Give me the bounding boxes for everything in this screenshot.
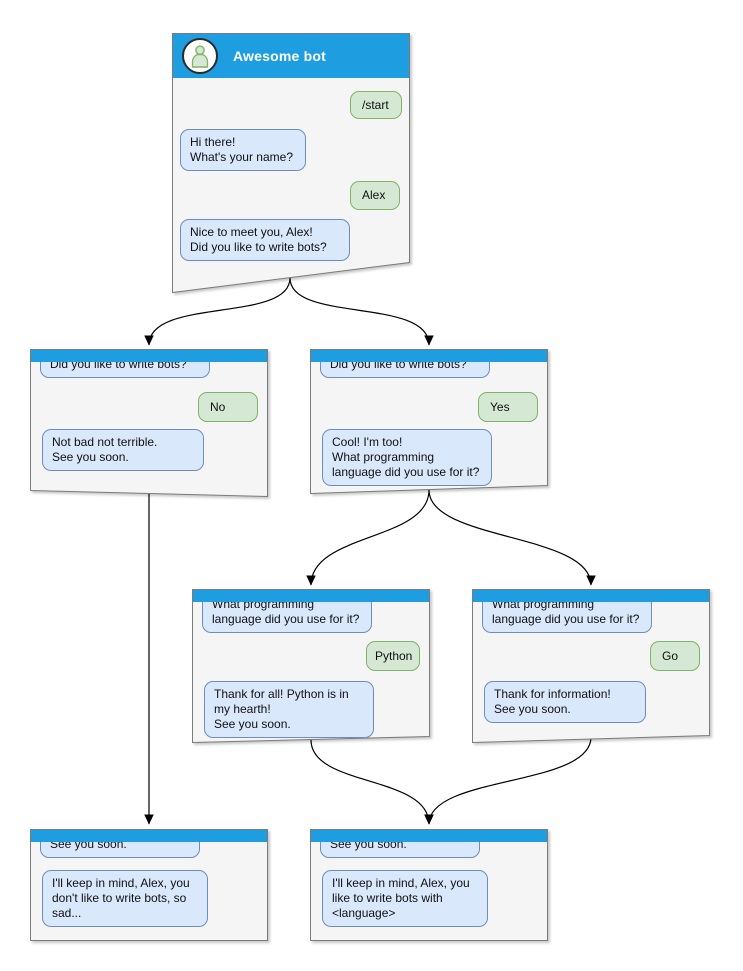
chat-window-python-branch: What programming language did you use fo… [192, 589, 430, 743]
edge-root-to-yes-branch [289, 277, 434, 346]
bot-message-response: I'll keep in mind, Alex, you like to wri… [322, 870, 488, 927]
bot-message-response: Cool! I'm too! What programming language… [322, 429, 492, 486]
chat-header [193, 590, 429, 602]
edge-yes-branch-to-python [306, 489, 430, 586]
bot-name-title: Awesome bot [233, 48, 326, 64]
bot-avatar [182, 38, 218, 74]
bot-message-greeting: Hi there! What's your name? [180, 129, 306, 171]
user-message-answer: Yes [478, 392, 538, 422]
person-icon [191, 45, 209, 68]
user-message-start: /start [350, 91, 402, 119]
chat-window-end-no: See you soon. I'll keep in mind, Alex, y… [30, 829, 268, 941]
chat-window-root: Awesome bot /start Hi there! What's your… [172, 33, 410, 293]
chat-header [31, 350, 267, 362]
chat-header [473, 590, 709, 602]
chat-window-yes-branch: Did you like to write bots? Yes Cool! I'… [310, 349, 548, 495]
bot-message-ask-bots: Nice to meet you, Alex! Did you like to … [180, 219, 350, 261]
chat-header: Awesome bot [173, 34, 409, 78]
edge-root-to-no-branch [144, 277, 291, 346]
user-message-answer: No [198, 392, 258, 422]
user-message-name: Alex [350, 181, 400, 210]
chat-header [311, 830, 547, 842]
chat-header [31, 830, 267, 842]
chat-window-no-branch: Did you like to write bots? No Not bad n… [30, 349, 268, 497]
bot-message-response: Thank for all! Python is in my hearth! S… [204, 681, 374, 738]
chat-window-go-branch: What programming language did you use fo… [472, 589, 710, 743]
edge-python-to-end [310, 739, 434, 825]
edge-yes-branch-to-go [428, 489, 596, 586]
bot-message-response: I'll keep in mind, Alex, you don't like … [42, 870, 208, 927]
chat-header [311, 350, 547, 362]
bot-message-response: Thank for information! See you soon. [484, 681, 646, 723]
user-message-answer: Go [650, 641, 700, 671]
user-message-answer: Python [366, 641, 420, 671]
chat-window-end-yes: See you soon. I'll keep in mind, Alex, y… [310, 829, 548, 941]
bot-message-response: Not bad not terrible. See you soon. [42, 429, 204, 471]
edge-go-to-end [424, 736, 592, 825]
